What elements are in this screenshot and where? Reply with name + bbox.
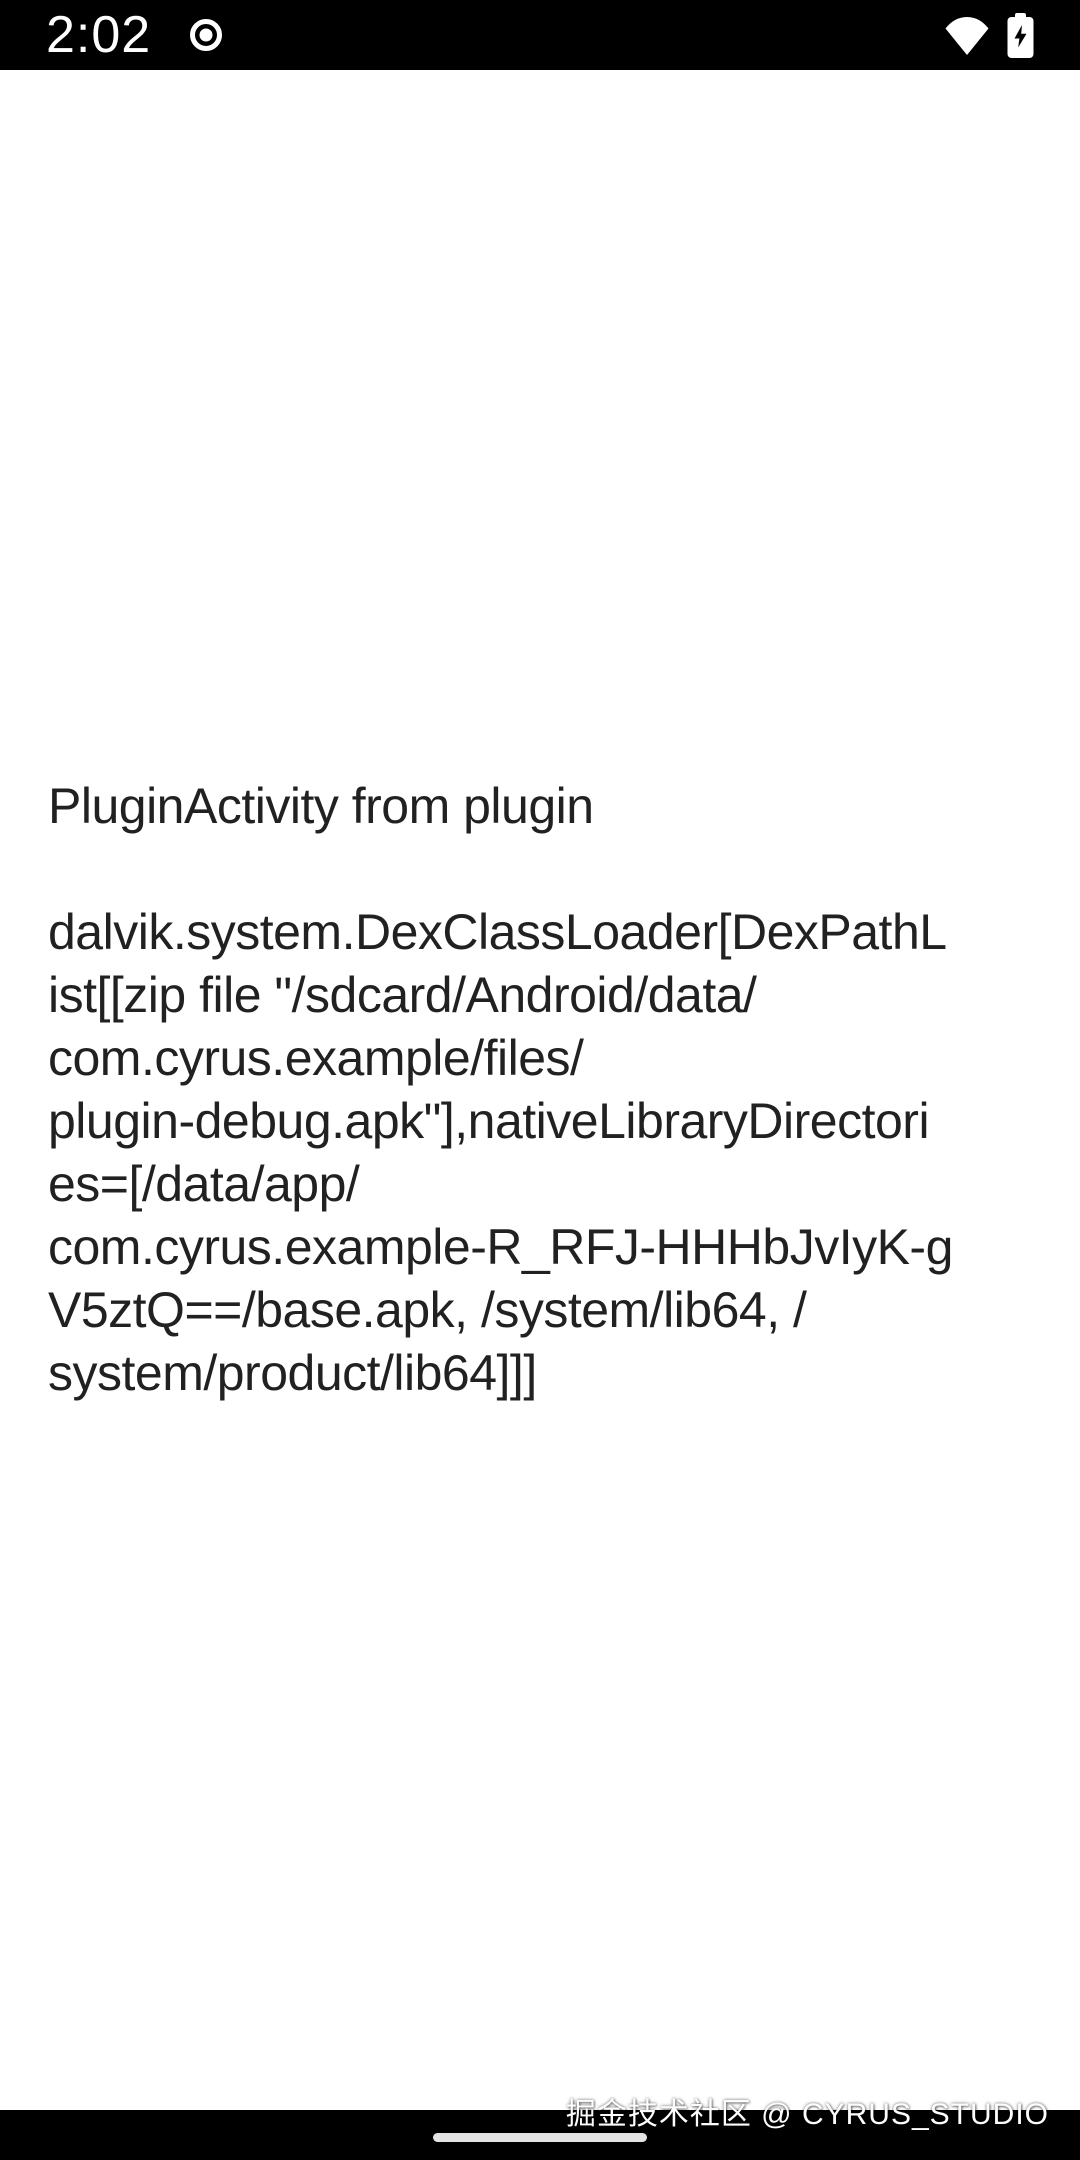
battery-charging-icon (1007, 12, 1034, 58)
text-line: es=[/data/app/ (48, 1156, 360, 1212)
watermark: 掘金技术社区 @ CYRUS_STUDIO (565, 2098, 1049, 2131)
content-area: PluginActivity from plugin dalvik.system… (0, 70, 1080, 2110)
screen-record-icon (187, 16, 225, 54)
text-line: com.cyrus.example/files/ (48, 1030, 584, 1086)
text-line: system/product/lib64]]] (48, 1345, 537, 1401)
text-line-blank (48, 838, 1032, 901)
text-line: ist[[zip file "/sdcard/Android/data/ (48, 967, 757, 1023)
nav-bar (0, 2110, 1080, 2160)
wifi-icon (944, 15, 990, 56)
text-line: com.cyrus.example-R_RFJ-HHHbJvIyK-g (48, 1219, 953, 1275)
text-line-heading: PluginActivity from plugin (48, 778, 594, 834)
text-line: V5ztQ==/base.apk, /system/lib64, / (48, 1282, 807, 1338)
home-indicator[interactable] (433, 2133, 647, 2142)
status-bar: 2:02 (0, 0, 1080, 70)
plugin-output-text: PluginActivity from plugin dalvik.system… (48, 775, 1032, 1405)
text-line: plugin-debug.apk"],nativeLibraryDirector… (48, 1093, 930, 1149)
status-bar-clock: 2:02 (46, 6, 152, 64)
text-line: dalvik.system.DexClassLoader[DexPathL (48, 904, 947, 960)
